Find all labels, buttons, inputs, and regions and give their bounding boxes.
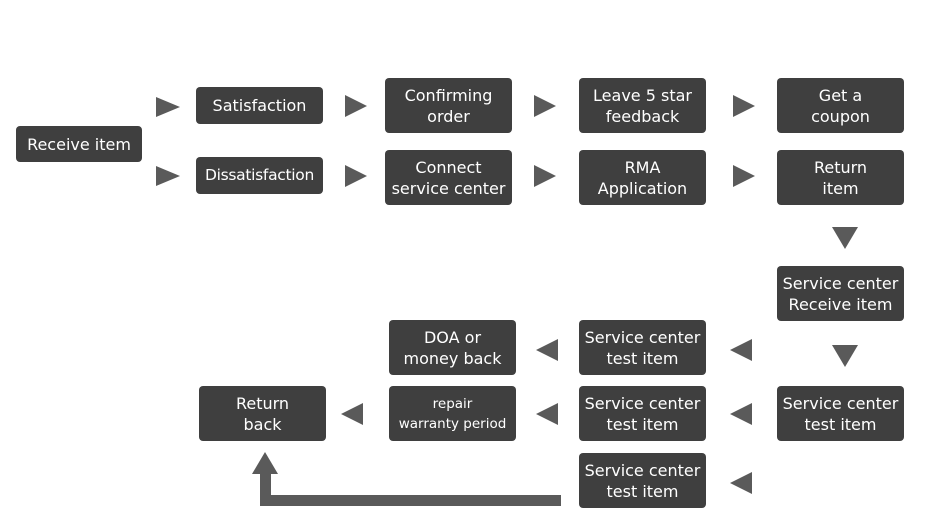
node-service-test-a: Service center test item — [579, 320, 706, 375]
node-confirming-order: Confirming order — [385, 78, 512, 133]
node-satisfaction: Satisfaction — [196, 87, 323, 124]
arrow-rma-to-return — [733, 165, 755, 187]
arrow-to-satisfaction — [156, 97, 180, 117]
connector-horizontal — [260, 495, 561, 506]
node-leave-feedback: Leave 5 star feedback — [579, 78, 706, 133]
arrow-test-to-doa — [536, 339, 558, 361]
node-return-back: Return back — [199, 386, 326, 441]
arrow-test-to-repair — [536, 403, 558, 425]
node-connect-service: Connect service center — [385, 150, 512, 205]
node-rma-application: RMA Application — [579, 150, 706, 205]
arrow-return-to-service-receive — [832, 227, 858, 249]
node-repair-warranty: repair warranty period — [389, 386, 516, 441]
arrow-feedback-to-coupon — [733, 95, 755, 117]
connector-vertical — [260, 472, 271, 506]
arrow-to-test-d — [730, 472, 752, 494]
arrow-to-dissatisfaction — [156, 166, 180, 186]
arrow-service-receive-to-test — [832, 345, 858, 367]
arrow-repair-to-return-back — [341, 403, 363, 425]
arrow-connect-to-rma — [534, 165, 556, 187]
arrow-confirming-to-feedback — [534, 95, 556, 117]
node-service-test-b: Service center test item — [579, 386, 706, 441]
node-return-item: Return item — [777, 150, 904, 205]
node-receive-item: Receive item — [16, 126, 142, 162]
node-doa-money-back: DOA or money back — [389, 320, 516, 375]
arrow-dissatisfaction-to-connect — [345, 165, 367, 187]
node-service-test-d: Service center test item — [579, 453, 706, 508]
node-service-receive: Service center Receive item — [777, 266, 904, 321]
arrow-up-to-return-back — [252, 452, 278, 474]
node-service-test-c: Service center test item — [777, 386, 904, 441]
node-get-coupon: Get a coupon — [777, 78, 904, 133]
node-dissatisfaction: Dissatisfaction — [196, 157, 323, 194]
arrow-satisfaction-to-confirming — [345, 95, 367, 117]
arrow-receive-to-test-a — [730, 339, 752, 361]
arrow-test-c-to-test-b — [730, 403, 752, 425]
